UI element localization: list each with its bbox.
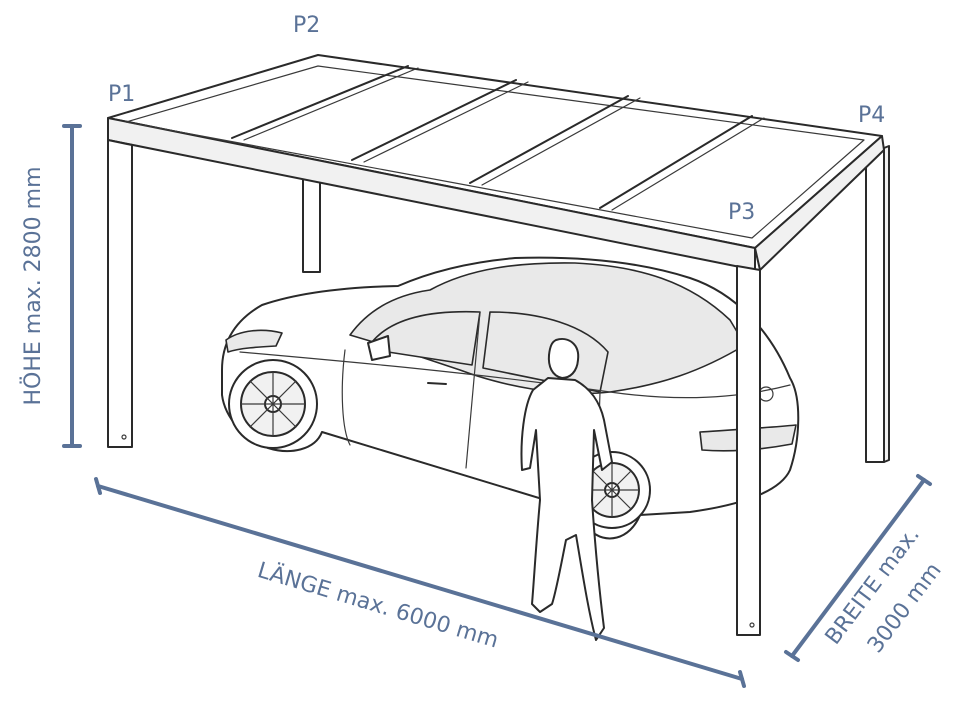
length-dimension-line [94, 477, 746, 688]
post-label-p2: P2 [293, 13, 320, 38]
front-post-p1 [107, 139, 133, 448]
person [520, 338, 613, 641]
post-label-p3: P3 [728, 200, 755, 225]
back-post-p4 [865, 145, 890, 463]
post-label-p4: P4 [858, 103, 885, 128]
width-dimension-line [784, 474, 932, 662]
height-dimension-line [62, 124, 82, 448]
front-post-p3 [736, 265, 761, 636]
height-label: HÖHE max. 2800 mm [20, 166, 46, 405]
post-label-p1: P1 [108, 82, 135, 107]
car [221, 256, 800, 540]
roof [107, 54, 885, 271]
